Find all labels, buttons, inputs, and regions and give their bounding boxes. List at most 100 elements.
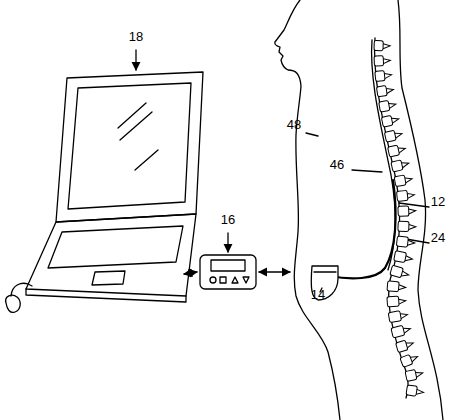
spinous-process [405,177,413,183]
vertebral-body [398,206,409,216]
lead [330,180,396,278]
vertebra [374,55,391,66]
spinous-process [401,271,409,278]
vertebra [405,368,424,381]
vertebra [394,174,413,187]
vertebra [388,144,407,158]
callout-number: 48 [287,118,301,131]
spine-axis [375,38,409,398]
vertebral-body [391,325,405,337]
vertebra [391,324,412,338]
touchpad [92,271,125,285]
spinous-process [398,146,406,152]
spinous-process [389,102,397,108]
vertebra [374,41,390,51]
callout-arrow [135,50,136,70]
programmer-button [210,277,216,283]
spinous-process [400,313,408,319]
programmer-button [243,277,249,283]
vertebra [390,265,410,280]
spinous-process [399,299,406,304]
pulse-generator [311,266,338,300]
spinous-process [409,225,416,230]
vertebral-body [398,221,409,231]
leader-line [306,133,318,136]
spinous-process [384,73,391,79]
spinous-process [403,327,411,333]
vertebra [400,352,419,368]
spinous-process [383,58,390,63]
vertebra [398,206,416,217]
mouse-cord [11,283,32,296]
vertebral-body [406,385,417,396]
spinous-process [406,341,414,348]
pulse-generator-header [314,271,336,272]
spinous-process [410,355,418,362]
vertebral-body [388,145,400,157]
vertebral-body [374,41,383,51]
vertebral-body [405,370,417,382]
callout-number: 16 [221,213,235,226]
vertebral-body [376,86,387,97]
vertebral-body [396,236,408,247]
vertebral-body [374,56,384,66]
vertebra [381,114,399,127]
vertebral-body [394,251,407,263]
programmer-button [220,277,226,283]
vertebral-body [400,354,413,367]
vertebra [396,338,415,352]
vertebral-body [396,190,408,201]
vertebral-body [384,130,396,142]
laptop-base-edge [26,289,186,302]
vertebral-body [388,311,401,323]
spinous-process [392,117,400,123]
callout-arrow [227,233,228,252]
vertebral-body [387,281,399,292]
vertebra [396,236,415,248]
vertebra [387,296,406,307]
callout-number: 46 [330,158,344,171]
laptop-display [68,83,191,209]
vertebra [396,190,414,202]
vertebral-body [379,100,390,112]
vertebral-body [394,175,406,187]
link-arrow [259,271,290,272]
callout-number: 14 [311,288,325,301]
mouse [6,295,21,312]
spinous-process [401,161,409,167]
vertebral-body [387,296,399,307]
vertebra [398,221,416,232]
spinous-process [405,256,413,262]
spinous-process [416,371,424,377]
callout-number: 18 [129,30,143,43]
vertebral-body [375,71,385,82]
screen-glare [118,103,158,170]
vertebra [394,251,414,264]
vertebra [391,158,410,172]
spinous-process [399,285,406,291]
laptop-base [26,214,196,296]
vertebral-body [381,115,393,127]
spinous-process [416,389,424,395]
spinous-process [407,193,414,199]
vertebral-body [396,340,408,352]
vertebra [379,99,397,112]
programmer [200,255,256,289]
callout-number: 12 [431,195,445,208]
callout-number: 24 [431,231,445,244]
leader-line [352,170,382,172]
keyboard [48,226,183,268]
laptop-screen [56,72,203,222]
spinous-process [407,240,415,246]
vertebra [387,281,406,293]
vertebra [376,85,394,97]
vertebra [388,310,408,323]
vertebral-body [391,160,403,172]
vertebra [384,129,403,142]
body-back [398,0,443,420]
vertebra [375,70,392,82]
spinous-process [386,88,394,94]
spinous-process [395,132,403,138]
programmer-display [211,260,245,271]
body-front [275,0,340,420]
